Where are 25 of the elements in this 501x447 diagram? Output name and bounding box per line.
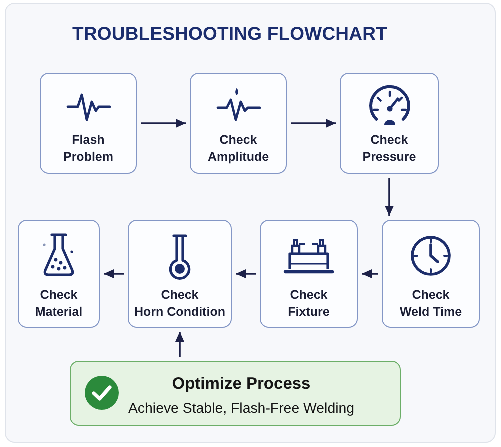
step-label: Check Weld Time [398, 287, 464, 321]
arrow [291, 119, 336, 128]
step-label: Check Material [34, 287, 84, 321]
arrow [236, 270, 256, 278]
process-box [18, 220, 100, 328]
step-label: Check Horn Condition [134, 287, 226, 321]
process-box [382, 220, 480, 328]
step-label: Check Pressure [362, 132, 418, 166]
diagram-title: TROUBLESHOOTING FLOWCHART [72, 23, 388, 45]
step-label: Flash Problem [62, 132, 114, 166]
result-subtitle: Achieve Stable, Flash-Free Welding [127, 400, 356, 418]
step-label: Check Fixture [287, 287, 331, 321]
result-box [70, 361, 401, 426]
step-label: Check Amplitude [206, 132, 270, 166]
process-box [260, 220, 358, 328]
arrow [141, 119, 186, 128]
arrow [176, 332, 184, 357]
arrow [104, 270, 124, 278]
process-box [128, 220, 232, 328]
result-title: Optimize Process [171, 374, 312, 394]
process-box [340, 73, 439, 174]
process-box [40, 73, 137, 174]
arrow [385, 178, 394, 216]
arrow [362, 270, 378, 278]
process-box [190, 73, 287, 174]
